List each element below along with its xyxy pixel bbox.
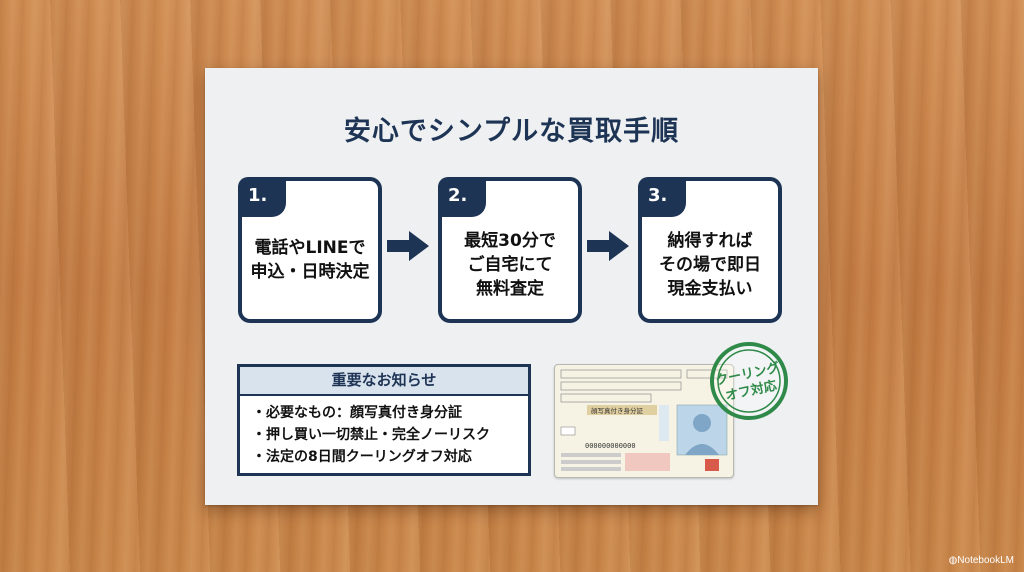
step-2: 2. 最短30分で ご自宅にて 無料査定 — [438, 177, 582, 323]
notice-list: ・必要なもの：顔写真付き身分証 ・押し買い一切禁止・完全ノーリスク ・法定の8日… — [252, 402, 528, 468]
id-card-label: 顔写真付き身分証 — [591, 406, 644, 415]
page-title: 安心でシンプルな買取手順 — [343, 116, 680, 147]
step-3: 3. 納得すれば その場で即日 現金支払い — [638, 177, 782, 323]
brand-label: NotebookLM — [957, 555, 1014, 566]
brand-watermark: ◍ NotebookLM — [949, 555, 1014, 566]
process-card: 安心でシンプルな買取手順 1. 電話やLINEで 申込・日時決定 2. 最短30… — [205, 68, 818, 505]
arrow-right-icon — [387, 231, 429, 261]
list-item: ・押し買い一切禁止・完全ノーリスク — [252, 427, 490, 443]
notebook-icon: ◍ — [948, 555, 958, 566]
id-card-icon: 顔写真付き身分証 000000000000 — [560, 369, 728, 471]
step-1: 1. 電話やLINEで 申込・日時決定 — [238, 177, 382, 323]
step-number: 1. — [238, 177, 286, 217]
important-notice-box: 重要なお知らせ ・必要なもの：顔写真付き身分証 ・押し買い一切禁止・完全ノーリス… — [237, 364, 531, 476]
cooling-off-stamp: クーリング オフ対応 — [710, 342, 788, 420]
list-item: ・法定の8日間クーリングオフ対応 — [252, 449, 472, 465]
arrow-right-icon — [587, 231, 629, 261]
notice-heading: 重要なお知らせ — [240, 367, 528, 396]
step-text: 最短30分で ご自宅にて 無料査定 — [464, 231, 556, 299]
list-item: ・必要なもの：顔写真付き身分証 — [252, 405, 462, 421]
step-number: 2. — [438, 177, 486, 217]
step-number: 3. — [638, 177, 686, 217]
id-card-number: 000000000000 — [585, 442, 636, 450]
step-text: 電話やLINEで 申込・日時決定 — [250, 238, 370, 282]
id-card-illustration: 顔写真付き身分証 000000000000 — [554, 364, 734, 478]
step-text: 納得すれば その場で即日 現金支払い — [659, 231, 761, 299]
